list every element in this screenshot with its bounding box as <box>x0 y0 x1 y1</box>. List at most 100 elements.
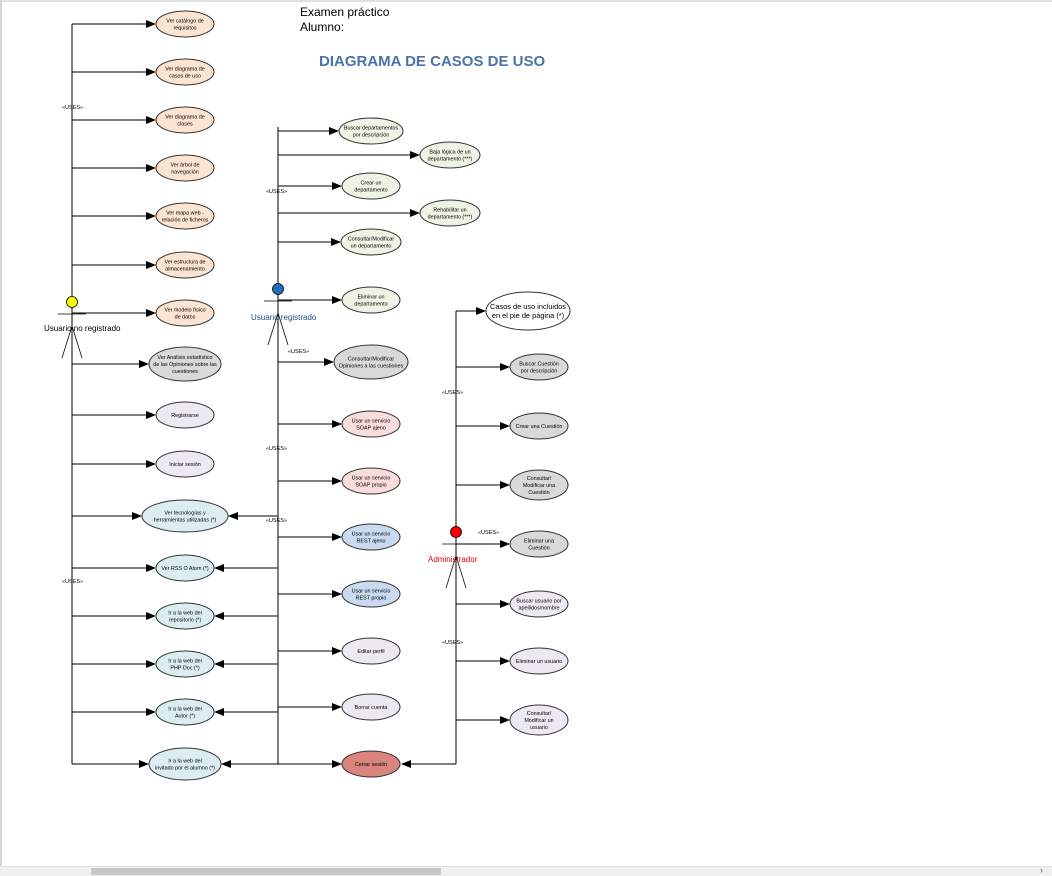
use-case-label: Eliminar un <box>358 294 385 300</box>
use-case-ellipse <box>485 291 571 331</box>
page-top-border <box>0 0 1052 2</box>
diagram-title: DIAGRAMA DE CASOS DE USO <box>319 53 546 70</box>
use-case: Crear una Cuestión <box>509 412 569 440</box>
use-case-label: Modificar una <box>523 483 555 489</box>
use-case-label: apellidos/nombre <box>518 605 559 611</box>
use-case-label: Ver diagrama de <box>165 114 205 120</box>
horizontal-scrollbar[interactable] <box>0 866 1052 876</box>
use-case-label: Usar un servicio <box>352 475 391 481</box>
use-case-ellipse <box>155 554 215 582</box>
actor-label: Usuario registrado <box>251 313 317 322</box>
use-case-label: Ver tecnologías y <box>164 510 206 516</box>
use-case-label: invitado por el alumno (*) <box>155 765 215 771</box>
use-case-ellipse <box>155 202 215 230</box>
use-case-label: Registrarse <box>171 413 199 419</box>
use-case-label: Eliminar una <box>524 538 554 544</box>
use-case-ellipse <box>333 344 409 380</box>
use-case-ellipse <box>341 410 401 438</box>
use-case-label: Buscar Cuestión <box>519 361 559 367</box>
actor-leg <box>267 312 279 346</box>
use-case-label: Autor (*) <box>175 713 195 719</box>
actor-label: Usuario no registrado <box>44 324 121 333</box>
actor-leg <box>277 312 289 346</box>
uses-stereotype-label: «USES» <box>62 105 83 111</box>
use-case-label: Crear un <box>361 180 382 186</box>
use-case-label: Eliminar un usuario <box>516 659 562 665</box>
actor-head-icon <box>450 526 462 538</box>
use-case-ellipse <box>155 251 215 279</box>
use-case-label: Usar un servicio <box>352 531 391 537</box>
use-case-label: Opiniones a las cuestiones <box>339 363 404 369</box>
use-case: Ver mapa web -relación de ficheros <box>155 202 215 230</box>
use-case: Iniciar sesión <box>155 450 215 478</box>
actor-leg <box>445 555 457 589</box>
use-case-label: Consultar/Modificar <box>348 236 395 242</box>
use-case-label: por descripción <box>521 368 558 374</box>
use-case-ellipse <box>341 523 401 551</box>
actor-head-icon <box>272 283 284 295</box>
use-case-label: de datos <box>175 314 196 320</box>
use-case-ellipse <box>509 530 569 558</box>
header-student-label: Alumno: <box>300 20 345 34</box>
uses-stereotype-label: «USES» <box>62 579 83 585</box>
use-case-label: Modificar un <box>524 718 553 724</box>
use-case-ellipse <box>509 590 569 618</box>
use-case-label: relación de ficheros <box>162 217 209 223</box>
scrollbar-thumb[interactable] <box>91 868 441 875</box>
use-case-label: Consultar/Modificar <box>348 356 395 362</box>
use-case-ellipse <box>509 469 569 501</box>
use-case-label: Baja lógica de un <box>429 149 470 155</box>
use-case-ellipse <box>509 647 569 675</box>
use-case-ellipse <box>155 450 215 478</box>
use-case-label: Consultar/ <box>527 711 552 717</box>
actor-head-icon <box>66 296 78 308</box>
use-case-ellipse <box>341 750 401 778</box>
use-case-label: Usar un servicio <box>352 418 391 424</box>
use-case-label: PHP Doc (*) <box>170 665 199 671</box>
use-case-label: Ver modelo físico <box>164 307 205 313</box>
use-case-ellipse <box>341 467 401 495</box>
use-case-ellipse <box>155 106 215 134</box>
actor-leg <box>71 325 83 359</box>
use-case-label: repositorio (*) <box>169 617 202 623</box>
use-case-label: Ver Análisis estadístico <box>157 355 212 361</box>
use-case-ellipse <box>141 499 229 533</box>
use-case-label: en el pie de página (*) <box>492 311 564 320</box>
uses-stereotype-label: «USES» <box>442 640 463 646</box>
use-case-label: Ir a la web del <box>168 610 202 616</box>
use-case-label: requisitos <box>173 25 196 31</box>
use-case-ellipse <box>155 602 215 630</box>
use-case-ellipse <box>148 346 222 382</box>
use-case-ellipse <box>341 172 401 200</box>
use-case-ellipse <box>155 58 215 86</box>
use-case-label: departamento (***) <box>428 156 473 162</box>
uses-stereotype-label: «USES» <box>266 518 287 524</box>
use-case-label: Editar perfil <box>357 649 384 655</box>
use-case-ellipse <box>509 704 569 736</box>
use-case-label: Ver RSS O Atom (*) <box>161 566 209 572</box>
use-case: Cerrar sesión <box>341 750 401 778</box>
use-case-label: por descripción <box>353 132 390 138</box>
actor-label: Administrador <box>428 555 478 564</box>
use-case: Borrar cuenta <box>341 693 401 721</box>
use-case-ellipse <box>155 154 215 182</box>
uses-stereotype-label: «USES» <box>266 446 287 452</box>
use-case-label: REST propio <box>356 595 387 601</box>
scroll-right-arrow-icon[interactable]: › <box>1040 865 1043 875</box>
use-case-label: Ir a la web del <box>168 706 202 712</box>
actor-leg <box>61 325 73 359</box>
use-case-label: navegación <box>171 169 199 175</box>
use-case-label: Cuestión <box>528 490 549 496</box>
uses-stereotype-label: «USES» <box>288 349 309 355</box>
